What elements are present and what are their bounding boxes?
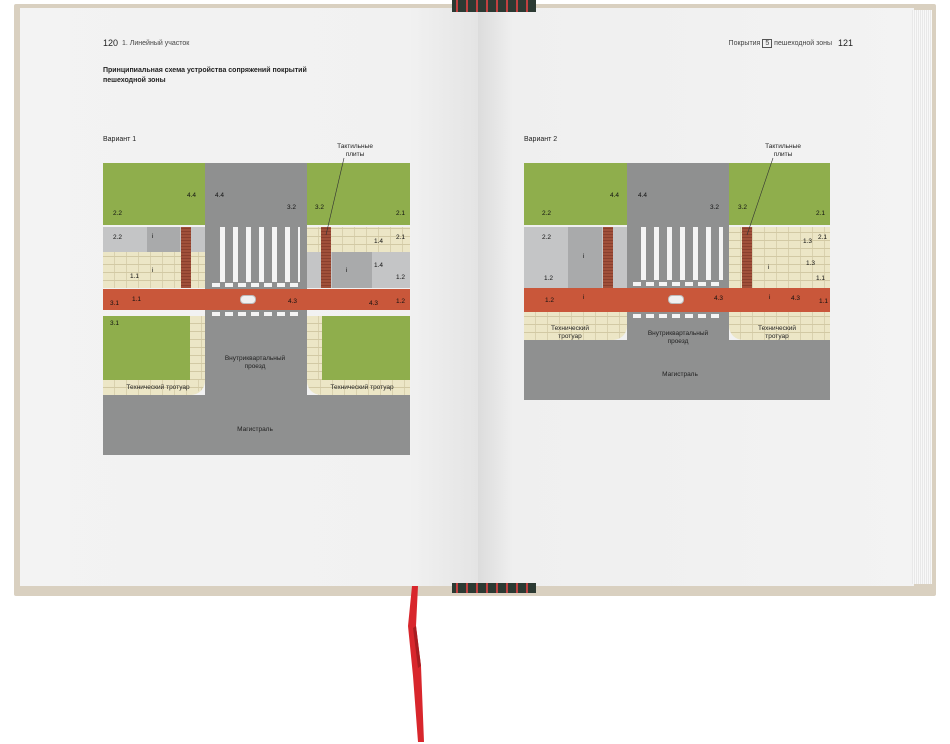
crosswalk bbox=[212, 227, 300, 282]
dimension-label: 3.2 bbox=[738, 204, 748, 211]
tactile-leader-line bbox=[746, 157, 774, 236]
header-text: Покрытия bbox=[728, 40, 761, 47]
tactile-tiles bbox=[603, 227, 613, 288]
dimension-label: 4.3 bbox=[714, 295, 724, 302]
dimension-label: 4.3 bbox=[369, 300, 379, 307]
inner-road-label: Внутриквартальный проезд bbox=[224, 355, 286, 370]
lawn bbox=[103, 316, 190, 380]
tech-sidewalk bbox=[729, 312, 830, 340]
dimension-label: 1.2 bbox=[396, 298, 406, 305]
dimension-label: 4.4 bbox=[187, 192, 197, 199]
paving-gray bbox=[332, 252, 372, 288]
bookmark-ribbon[interactable] bbox=[404, 586, 426, 742]
tech-sidewalk-label: Технический тротуар bbox=[758, 325, 796, 340]
tactile-leader-line bbox=[325, 157, 345, 236]
dimension-label: 4.4 bbox=[610, 192, 620, 199]
crosswalk-edge bbox=[212, 312, 300, 316]
lawn bbox=[524, 163, 627, 225]
crosswalk bbox=[633, 227, 723, 280]
dimension-label: i bbox=[152, 267, 154, 274]
inner-road-label: Внутриквартальный проезд bbox=[647, 330, 709, 345]
crosswalk-edge bbox=[633, 314, 723, 318]
dimension-label: i bbox=[583, 294, 585, 301]
dimension-label: 1.2 bbox=[544, 275, 554, 282]
dimension-label: 1.1 bbox=[132, 296, 142, 303]
dimension-label: 2.1 bbox=[396, 210, 406, 217]
main-road-label: Магистраль bbox=[662, 371, 698, 378]
dimension-label: 4.3 bbox=[791, 295, 801, 302]
dimension-label: 1.1 bbox=[816, 275, 826, 282]
tech-sidewalk bbox=[103, 380, 203, 395]
tactile-tiles bbox=[742, 227, 752, 288]
main-road bbox=[524, 340, 830, 400]
tailband bbox=[452, 583, 536, 593]
running-header-left: 1. Линейный участок bbox=[122, 40, 190, 47]
page-edges bbox=[912, 10, 932, 584]
lawn bbox=[729, 163, 830, 225]
tactile-tiles bbox=[321, 227, 331, 288]
dimension-label: 1.4 bbox=[374, 262, 384, 269]
header-text: пешеходной зоны bbox=[774, 40, 832, 47]
page-title: Принципиальная схема устройства сопряжен… bbox=[103, 67, 307, 84]
tech-sidewalk bbox=[190, 316, 205, 395]
crosswalk-edge bbox=[212, 283, 300, 287]
dimension-label: 1.4 bbox=[374, 238, 384, 245]
tactile-label: Тактильные плиты bbox=[337, 143, 373, 158]
main-road-label: Магистраль bbox=[237, 426, 273, 433]
dimension-label: 3.1 bbox=[110, 300, 120, 307]
dimension-label: 2.2 bbox=[542, 234, 552, 241]
tech-sidewalk-label: Технический тротуар bbox=[551, 325, 589, 340]
dimension-label: 3.2 bbox=[287, 204, 297, 211]
tech-sidewalk bbox=[309, 380, 410, 395]
dimension-label: 1.3 bbox=[806, 260, 816, 267]
dimension-label: 1.2 bbox=[545, 297, 555, 304]
dimension-label: 3.1 bbox=[110, 320, 120, 327]
dimension-label: 1.3 bbox=[803, 238, 813, 245]
dimension-label: 4.3 bbox=[288, 298, 298, 305]
main-road bbox=[103, 395, 410, 455]
dimension-label: i bbox=[152, 233, 154, 240]
tactile-tiles bbox=[181, 227, 191, 288]
dimension-label: i bbox=[346, 267, 348, 274]
tech-sidewalk bbox=[307, 316, 322, 395]
dimension-label: i bbox=[768, 264, 770, 271]
dimension-label: 4.4 bbox=[638, 192, 648, 199]
bicycle-icon bbox=[240, 295, 256, 304]
bike-lane bbox=[103, 289, 410, 310]
variant-1-label: Вариант 1 bbox=[103, 136, 137, 143]
paving-gray bbox=[568, 227, 602, 288]
lawn bbox=[103, 163, 205, 225]
dimension-label: 2.1 bbox=[816, 210, 826, 217]
tactile-label: Тактильные плиты bbox=[765, 143, 801, 158]
dimension-label: 3.2 bbox=[315, 204, 325, 211]
dimension-label: 4.4 bbox=[215, 192, 225, 199]
tech-sidewalk-label: Технический тротуар bbox=[126, 384, 190, 391]
lawn bbox=[322, 316, 410, 380]
lawn bbox=[307, 163, 410, 225]
dimension-label: 2.2 bbox=[113, 234, 123, 241]
page-number-left: 120 bbox=[103, 38, 119, 48]
crosswalk-edge bbox=[633, 282, 723, 286]
dimension-label: 1.1 bbox=[130, 273, 140, 280]
section-box: 5 bbox=[762, 39, 773, 48]
running-header-right: Покрытия 5 пешеходной зоны bbox=[728, 39, 832, 48]
dimension-label: 2.1 bbox=[396, 234, 406, 241]
bicycle-icon bbox=[668, 295, 684, 304]
headband bbox=[452, 0, 536, 12]
dimension-label: 1.2 bbox=[396, 274, 406, 281]
dimension-label: 2.1 bbox=[818, 234, 828, 241]
paving-gray bbox=[147, 227, 180, 252]
tech-sidewalk-label: Технический тротуар bbox=[330, 384, 394, 391]
tech-sidewalk bbox=[524, 312, 627, 340]
dimension-label: 1.1 bbox=[819, 298, 829, 305]
variant-2-label: Вариант 2 bbox=[524, 136, 558, 143]
dimension-label: 2.2 bbox=[542, 210, 552, 217]
dimension-label: 3.2 bbox=[710, 204, 720, 211]
page-number-right: 121 bbox=[838, 38, 854, 48]
dimension-label: i bbox=[769, 294, 771, 301]
dimension-label: 2.2 bbox=[113, 210, 123, 217]
dimension-label: i bbox=[583, 253, 585, 260]
